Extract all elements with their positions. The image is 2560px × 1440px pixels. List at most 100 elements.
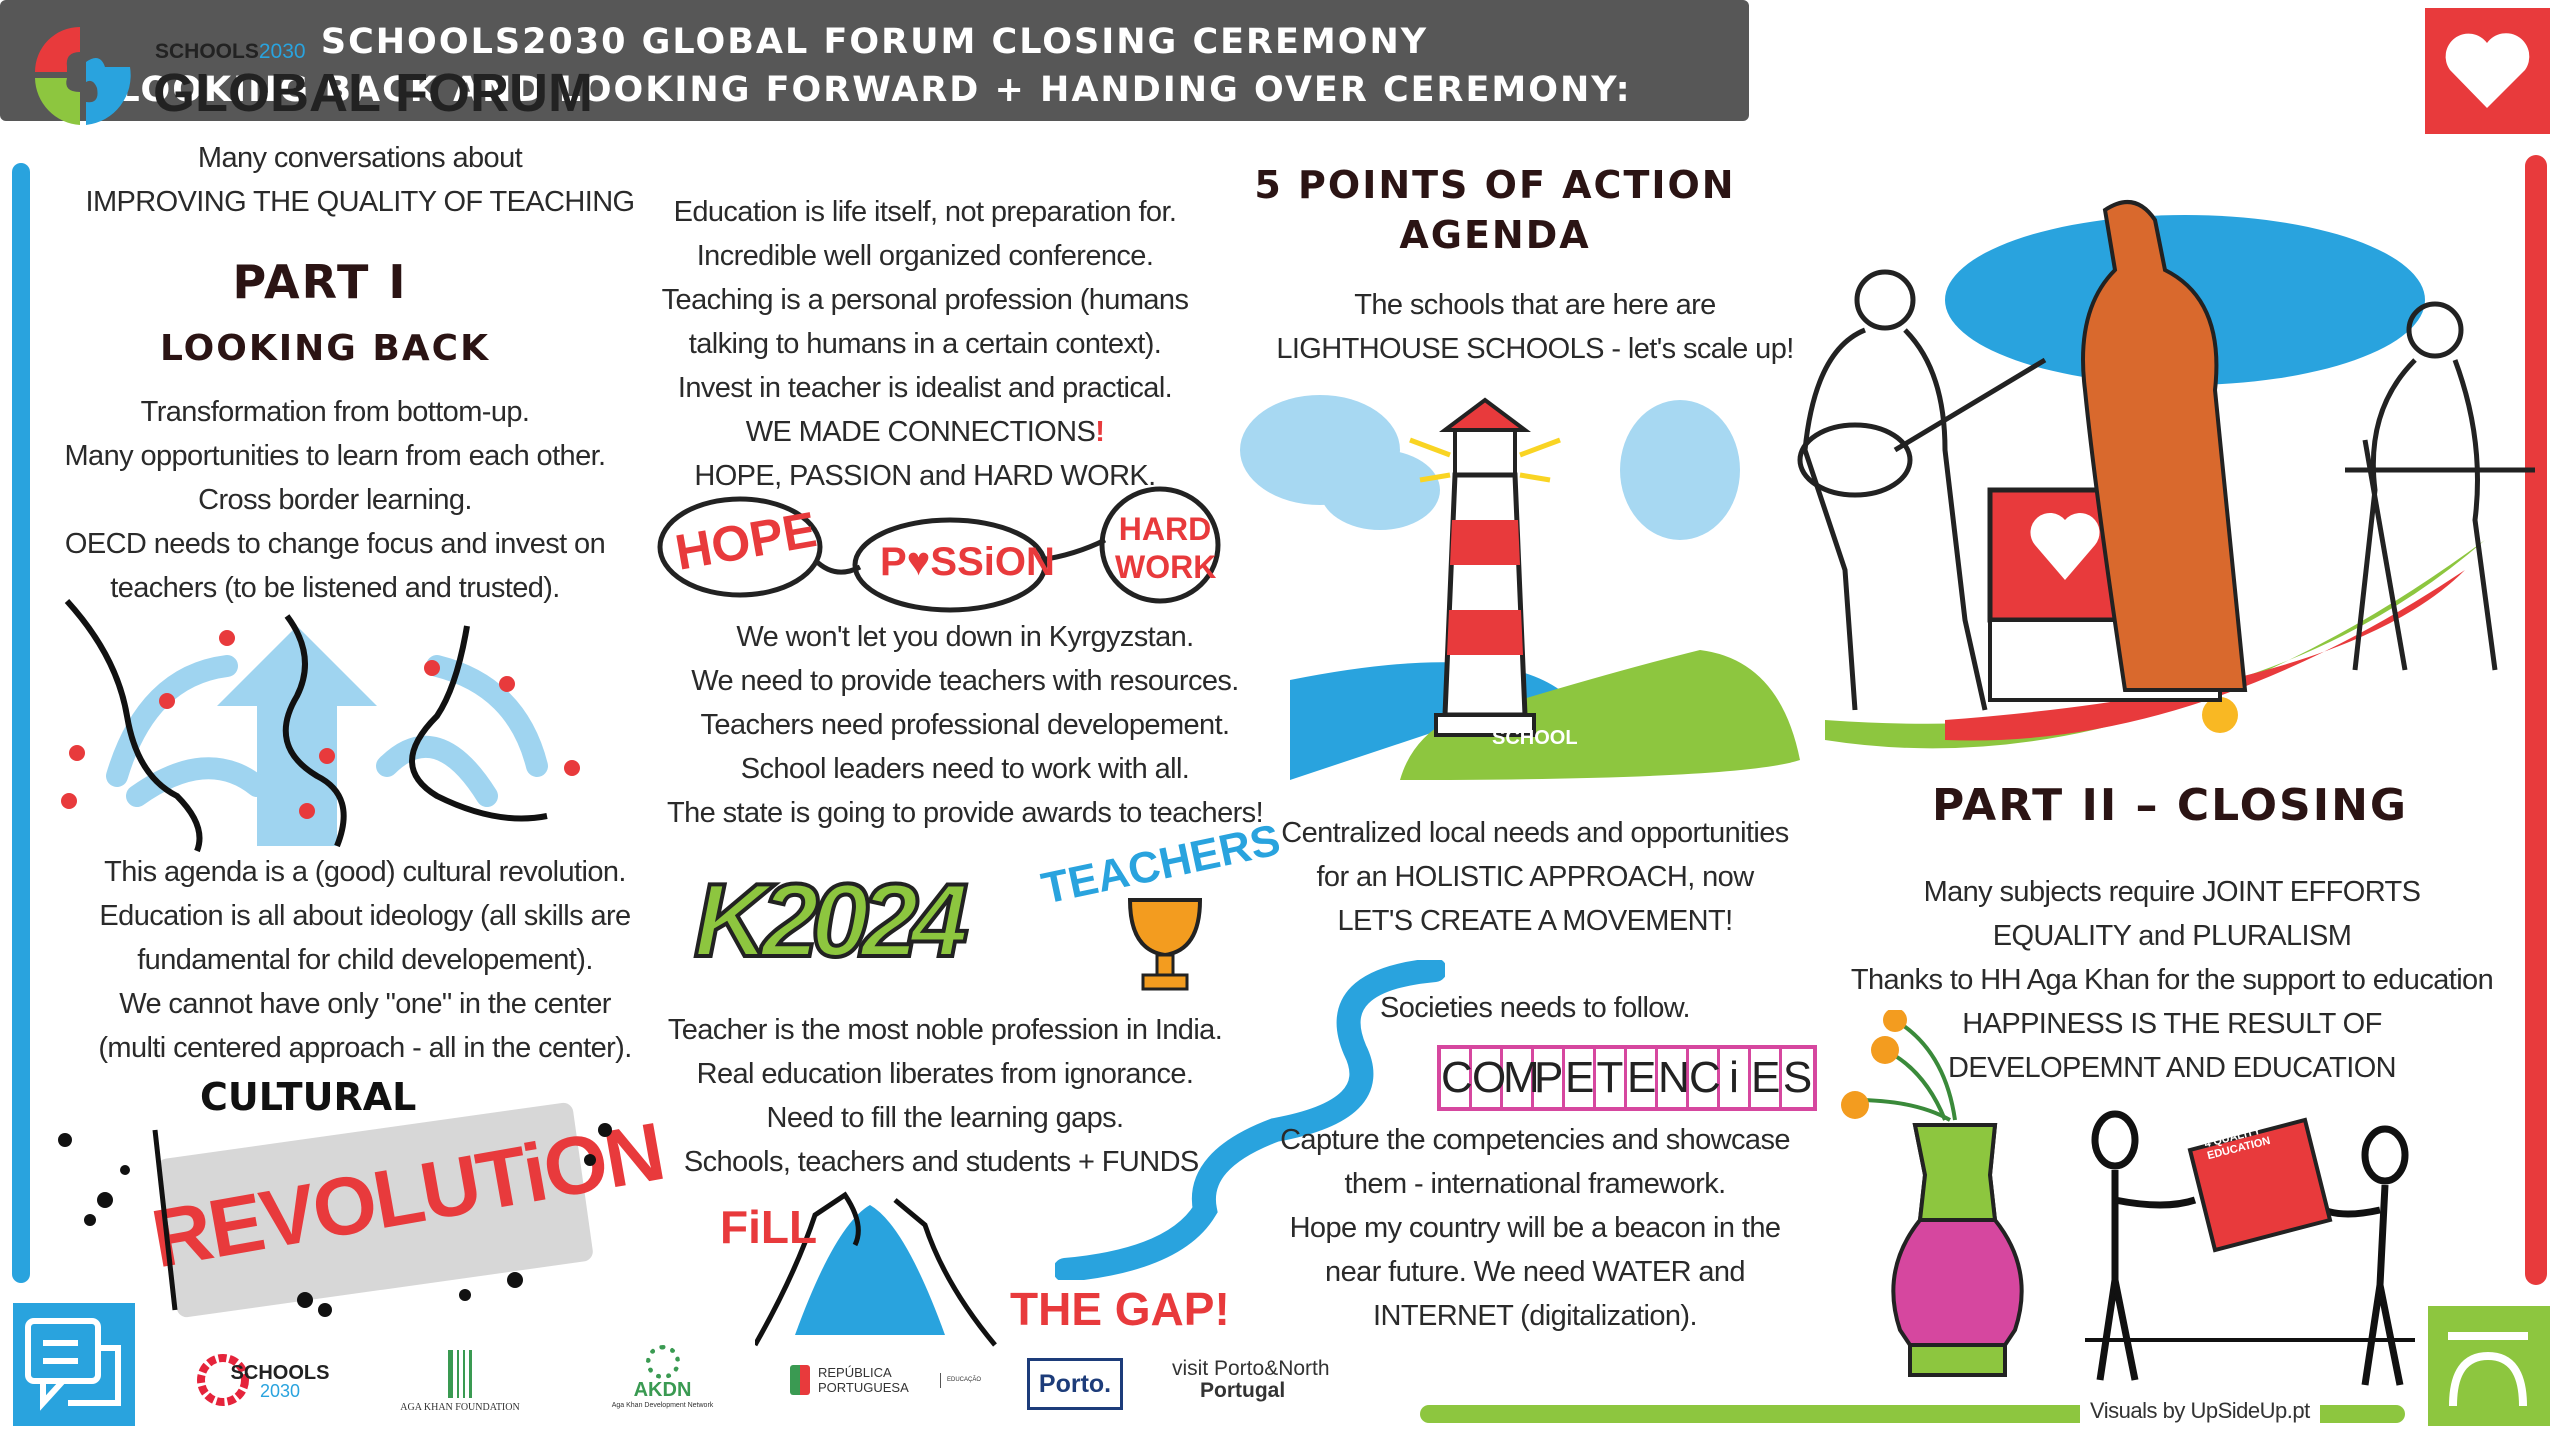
- aga-khan-foundation-logo: AGA KHAN FOUNDATION: [380, 1350, 540, 1413]
- left-accent-bar: [12, 163, 30, 1283]
- text-line: Schools, teachers and students + FUNDS.: [683, 1146, 1207, 1178]
- republica-portuguesa-logo: REPÚBLICA PORTUGUESA EDUCAÇÃO: [790, 1365, 981, 1395]
- letter-tile: C: [1441, 1049, 1473, 1107]
- akf-emblem-icon: [448, 1350, 472, 1398]
- puzzle-logo-icon: [35, 27, 131, 125]
- opening-notes: Education is life itself, not preparatio…: [625, 190, 1225, 498]
- bubble-text: WORK: [1115, 549, 1217, 585]
- flower-vase-illustration: [1841, 1010, 2024, 1377]
- letter-tile: i: [1720, 1049, 1751, 1107]
- text-line: Education is life itself, not preparatio…: [673, 196, 1177, 228]
- part-one-heading: PART I: [232, 255, 408, 309]
- page-header: SCHOOLS2030 GLOBAL FORUM CLOSING CEREMON…: [0, 0, 1749, 121]
- logo-text: REPÚBLICA: [818, 1365, 892, 1380]
- part-one-notes: Transformation from bottom-up. Many oppo…: [35, 390, 635, 610]
- brand-small: SCHOOLS2030: [155, 40, 306, 64]
- logo-text: EDUCAÇÃO: [940, 1373, 981, 1388]
- text-line: HOPE, PASSION and HARD WORK.: [694, 460, 1156, 492]
- text-line: Real education liberates from ignorance.: [696, 1058, 1194, 1090]
- heading-line: 5 POINTS OF ACTION: [1254, 163, 1736, 207]
- text-line: Many subjects require JOINT EFFORTS: [1923, 876, 2421, 908]
- text-line: The schools that are here are: [1354, 289, 1716, 321]
- heart-button[interactable]: [2425, 8, 2550, 134]
- text-line: Teaching is a personal profession (human…: [661, 284, 1189, 316]
- letter-tile: E: [1627, 1049, 1658, 1107]
- text-line: We cannot have only "one" in the center: [119, 988, 611, 1020]
- text-line: (multi centered approach - all in the ce…: [98, 1032, 632, 1064]
- text-line: EQUALITY and PLURALISM: [1992, 920, 2352, 952]
- text-line: LET'S CREATE A MOVEMENT!: [1337, 905, 1733, 937]
- letter-tile: O: [1472, 1049, 1506, 1107]
- heading-line: AGENDA: [1399, 213, 1591, 257]
- heart-icon: [2445, 33, 2530, 108]
- competencies-notes: Capture the competencies and showcase th…: [1235, 1118, 1835, 1338]
- text-line: This agenda is a (good) cultural revolut…: [104, 856, 626, 888]
- logo-text: PORTUGUESA: [818, 1380, 909, 1395]
- letter-tile: S: [1782, 1053, 1813, 1102]
- logo-text: Aga Khan Development Network: [611, 1402, 714, 1409]
- text-line: Hope my country will be a beacon in the: [1289, 1212, 1781, 1244]
- text-line: Teachers need professional developement.: [700, 709, 1231, 741]
- text-line: IMPROVING THE QUALITY OF TEACHING: [85, 186, 635, 218]
- handing-over-illustration: [2085, 1110, 2415, 1386]
- societies-text: Societies needs to follow.: [1379, 992, 1691, 1024]
- text-line: fundamental for child developement).: [137, 944, 593, 976]
- akdn-emblem-icon: [645, 1345, 680, 1379]
- india-notes: Teacher is the most noble profession in …: [645, 1008, 1245, 1184]
- brand-schools: SCHOOLS: [155, 40, 259, 63]
- text-line: near future. We need WATER and: [1325, 1256, 1746, 1288]
- letter-tile: M: [1503, 1049, 1540, 1107]
- brand-year: 2030: [258, 40, 306, 63]
- text-line: Centralized local needs and opportunitie…: [1281, 817, 1789, 849]
- ink-splatter-decoration: [58, 1123, 612, 1317]
- text-line: The state is going to provide awards to …: [666, 797, 1264, 829]
- trophy-icon: [1127, 898, 1203, 991]
- right-accent-bar: [2525, 155, 2547, 1285]
- text-line: DEVELOPEMNT AND EDUCATION: [1947, 1052, 2397, 1084]
- lighthouse-notes: The schools that are here are LIGHTHOUSE…: [1235, 283, 1835, 371]
- text-line: WE MADE CONNECTIONS: [745, 416, 1096, 448]
- letter-tile: E: [1751, 1049, 1782, 1107]
- holistic-approach-notes: Centralized local needs and opportunitie…: [1235, 811, 1835, 943]
- header-line-1: SCHOOLS2030 GLOBAL FORUM CLOSING CEREMON…: [320, 22, 1429, 62]
- passion-bubble: P♥SSiON: [880, 540, 1055, 584]
- next-button[interactable]: [2428, 1306, 2550, 1426]
- logo-text: AKDN: [633, 1379, 692, 1401]
- text-line: Need to fill the learning gaps.: [766, 1102, 1124, 1134]
- text-line: Thanks to HH Aga Khan for the support to…: [1850, 964, 2494, 996]
- text-line: for an HOLISTIC APPROACH, now: [1316, 861, 1754, 893]
- text-line: Cross border learning.: [198, 484, 472, 516]
- mountain-gap-illustration: [755, 1191, 997, 1347]
- text-line: School leaders need to work with all.: [740, 753, 1190, 785]
- closing-notes: Many subjects require JOINT EFFORTS EQUA…: [1842, 870, 2502, 1090]
- exclamation-mark: !: [1095, 416, 1105, 448]
- letter-tile: E: [1565, 1049, 1596, 1107]
- intro-text: Many conversations about IMPROVING THE Q…: [60, 136, 660, 224]
- the-gap-label: THE GAP!: [1010, 1283, 1230, 1335]
- logo-text: Portugal: [1200, 1379, 1286, 1402]
- text-line: Many opportunities to learn from each ot…: [64, 440, 606, 472]
- text-line: We need to provide teachers with resourc…: [691, 665, 1239, 697]
- text-line: HAPPINESS IS THE RESULT OF: [1962, 1008, 2382, 1040]
- letter-tile: C: [1689, 1049, 1721, 1107]
- school-label: SCHOOL: [1492, 727, 1578, 749]
- text-line: We won't let you down in Kyrgyzstan.: [736, 621, 1194, 653]
- commitments-notes: We won't let you down in Kyrgyzstan. We …: [655, 615, 1275, 835]
- akdn-logo: AKDN Aga Khan Development Network: [590, 1345, 735, 1409]
- arch-icon: [2448, 1332, 2528, 1407]
- logo-text: visit Porto&North: [1172, 1357, 1330, 1380]
- credit-text: Visuals by UpSideUp.pt: [2080, 1398, 2320, 1424]
- text-line: Invest in teacher is idealist and practi…: [677, 372, 1173, 404]
- porto-logo: Porto.: [1027, 1358, 1123, 1410]
- chat-button[interactable]: [13, 1303, 135, 1426]
- text-line: talking to humans in a certain context).: [688, 328, 1162, 360]
- looking-back-heading: LOOKING BACK: [160, 328, 490, 369]
- text-line: Incredible well organized conference.: [696, 240, 1154, 272]
- text-line: Many conversations about: [197, 142, 523, 174]
- cultural-revolution-notes: This agenda is a (good) cultural revolut…: [60, 850, 670, 1070]
- river-decoration: [1055, 960, 1445, 1280]
- brand-title: GLOBAL FORUM: [153, 63, 593, 123]
- chat-icon: [25, 1318, 121, 1411]
- text-line: Capture the competencies and showcase: [1280, 1124, 1790, 1156]
- text-line: Teacher is the most noble profession in …: [667, 1014, 1223, 1046]
